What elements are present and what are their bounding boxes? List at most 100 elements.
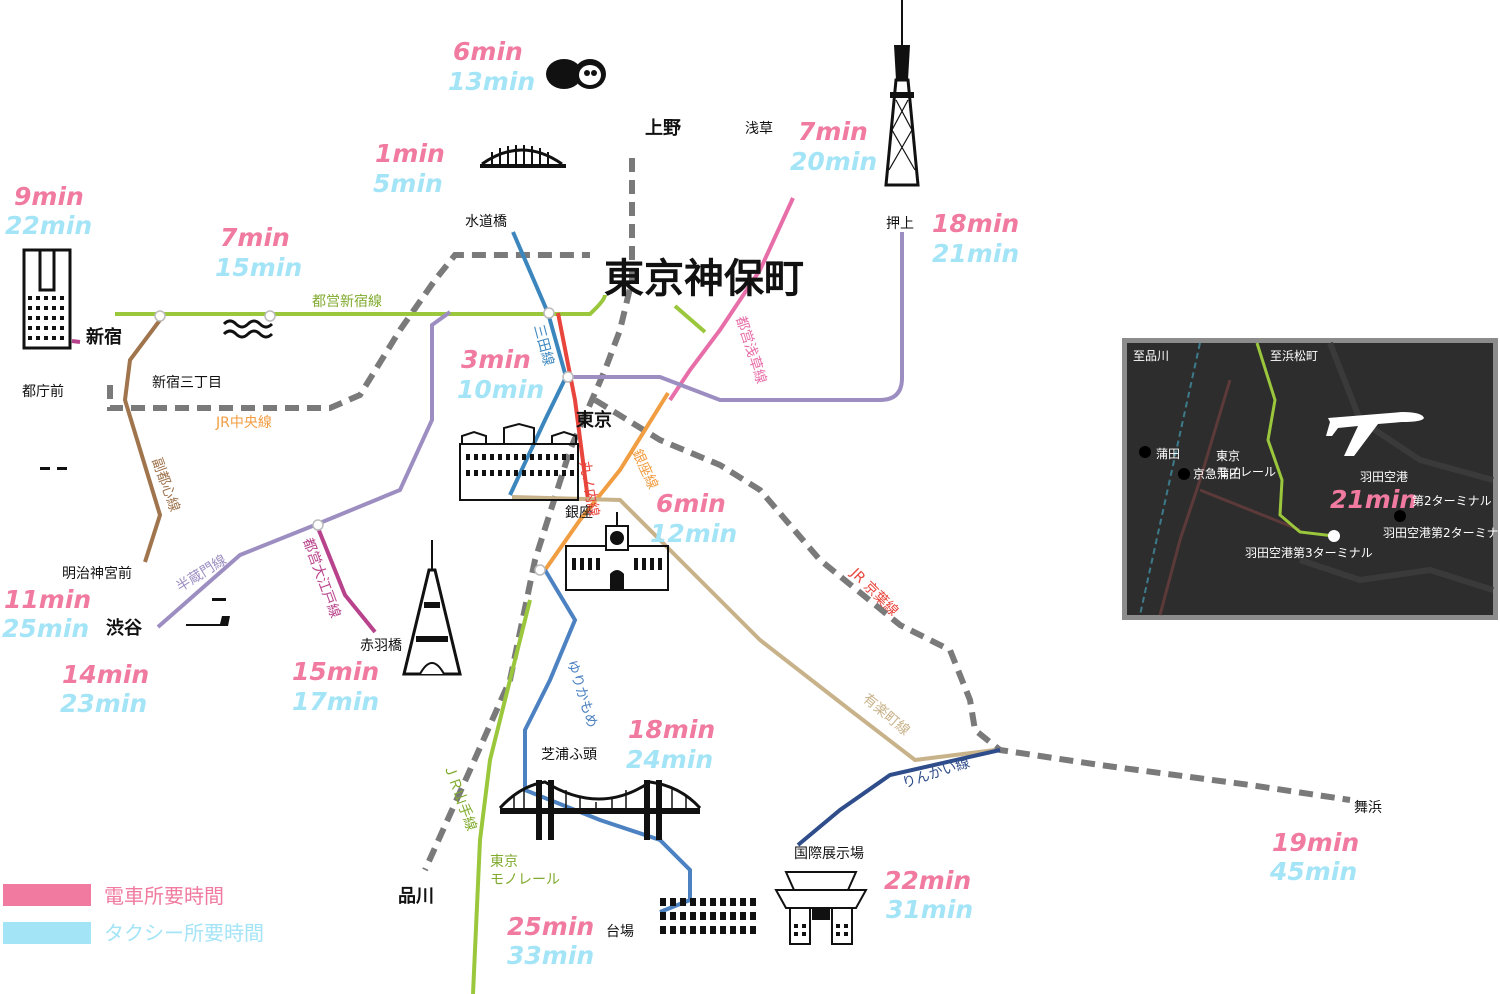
tocho-building-icon [22,248,72,350]
svg-text:1min: 1min [375,139,445,168]
haneda-inset: 至品川 至浜松町 蒲田 京急蒲田 東京 モノレール 羽田空港 21min 第2タ… [1122,338,1500,620]
svg-text:20min: 20min [790,147,877,176]
svg-text:6min: 6min [453,37,523,66]
ginza-clock-tower-icon [565,512,669,591]
line-shinjuku-east [673,304,707,334]
svg-text:21min: 21min [932,239,1019,268]
svg-text:18min: 18min [628,715,715,744]
svg-text:33min: 33min [507,941,594,970]
svg-text:14min: 14min [62,660,149,689]
inset-kamata: 蒲田 [1156,447,1180,461]
station-suidobashi: 水道橋 [465,214,507,230]
svg-text:24min: 24min [626,745,713,774]
legend-train-swatch [3,884,91,906]
label-line-asakusa: 都営浅草線 [732,314,769,386]
node-hanzomon [312,519,324,531]
time-shibaura: 18min 24min [626,715,715,774]
label-line-jr-chuo: JR中央線 [215,415,272,431]
svg-text:7min: 7min [798,117,868,146]
shibuya-icon [186,598,230,626]
time-meiji: 14min 23min [60,660,149,718]
legend-taxi-swatch [3,922,91,944]
svg-text:31min: 31min [886,895,973,924]
label-line-yurakucho: 有楽町線 [859,691,912,739]
skytree-icon [884,0,920,187]
inset-monorail-2: モノレール [1216,465,1276,479]
airplane-icon [1326,412,1424,456]
station-shibaura: 芝浦ふ頭 [541,747,597,763]
time-shinjuku-gyoen: 7min 15min [215,223,302,282]
time-kokusai: 22min 31min [884,866,973,924]
line-rinkai [796,748,1001,847]
label-line-fukutoshin: 副都心線 [148,456,182,514]
station-ginza: 銀座 [565,505,593,521]
svg-text:15min: 15min [215,253,302,282]
water-icon [222,319,274,339]
tokyo-tower-icon [402,540,462,676]
station-oshiage: 押上 [886,216,914,232]
line-shinjuku [115,294,607,316]
legend-train-label: 電車所要時間 [104,884,224,908]
svg-text:18min: 18min [932,209,1019,238]
station-akabanebashi: 赤羽橋 [360,638,402,654]
line-marunouchi [556,312,590,501]
inset-haneda: 羽田空港 [1360,470,1408,484]
dash-icon [40,467,67,470]
time-maihama: 19min 45min [1269,828,1359,886]
inset-to-hamamatsucho: 至浜松町 [1270,349,1318,363]
station-shibuya: 渋谷 [106,617,143,639]
time-shibuya: 11min 25min [2,585,91,643]
label-line-yamanote: ＪＲ山手線 [440,762,479,833]
time-shinjuku: 9min 22min [5,182,92,240]
line-asakusa [668,197,795,402]
svg-text:15min: 15min [292,657,379,686]
svg-text:3min: 3min [461,345,531,374]
inset-terminal3: 羽田空港第3ターミナル [1245,546,1373,560]
line-fukutoshin [122,318,163,563]
svg-text:17min: 17min [292,687,379,716]
time-daiba: 25min 33min [507,912,594,970]
rainbow-bridge-icon [498,780,702,840]
svg-text:13min: 13min [448,67,535,96]
station-tochomae: 都庁前 [22,383,64,400]
svg-text:22min: 22min [5,211,92,240]
time-akabanebashi: 15min 17min [292,657,379,716]
time-tokyo: 3min 10min [457,345,544,404]
svg-text:10min: 10min [457,375,544,404]
big-sight-icon [774,871,868,945]
station-kokusai: 国際展示場 [794,846,864,862]
svg-text:25min: 25min [2,614,89,643]
svg-text:6min: 6min [656,489,726,518]
node-otemachi [562,371,574,383]
node-shinjuku3 [154,310,166,322]
line-oedo-shinjuku [71,339,81,344]
label-line-shinjuku: 都営新宿線 [312,293,382,310]
svg-text:45min: 45min [1269,857,1357,886]
inset-to-shinagawa: 至品川 [1133,349,1169,363]
time-suidobashi: 1min 5min [373,139,445,198]
station-ueno: 上野 [645,118,681,139]
svg-text:23min: 23min [60,689,147,718]
line-hanzomon [156,310,452,629]
svg-text:19min: 19min [1272,828,1359,857]
line-jr-keiyo [593,397,1351,803]
map-title: 東京神保町 [604,256,804,302]
station-maihama: 舞浜 [1354,800,1382,816]
label-line-monorail-1: 東京 [490,854,518,870]
node-hamamatsucho [534,564,546,576]
line-yurikamome [523,568,692,914]
label-line-ginza: 銀座線 [628,447,660,492]
inset-time-haneda: 21min [1330,485,1417,514]
stadium-icon [480,145,566,168]
svg-text:25min: 25min [507,912,594,941]
panda-icon [546,59,606,89]
legend-taxi-label: タクシー所要時間 [104,921,264,945]
line-oedo [316,527,377,634]
station-meiji: 明治神宮前 [62,565,132,582]
time-asakusa: 7min 20min [790,117,877,176]
label-line-keiyo: JR 京葉線 [846,565,901,620]
inset-terminal2a: 第2ターミナル [1412,494,1492,508]
station-shinagawa: 品川 [398,886,434,907]
time-ueno-zoo: 6min 13min [448,37,535,96]
